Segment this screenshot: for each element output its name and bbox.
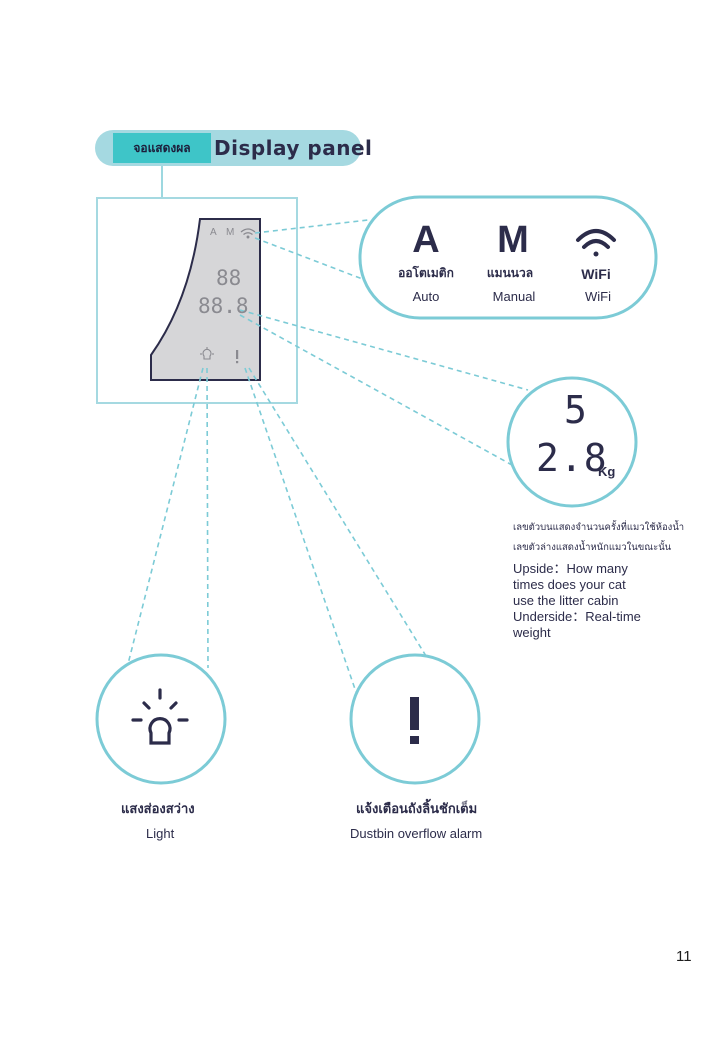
lcd-screen <box>150 218 261 381</box>
weight-unit: Kg <box>598 464 616 479</box>
weight-desc-thai-2: เลขตัวล่างแสดงน้ำหนักแมวในขณะนั้น <box>513 542 672 553</box>
mode-manual-label-english: Manual <box>492 289 536 304</box>
leader-light-left <box>127 367 204 665</box>
screen-mode-a: A <box>210 227 217 238</box>
leader-alarm-left <box>244 367 357 693</box>
leader-alarm-right <box>248 367 427 657</box>
mode-auto-symbol: A <box>412 219 440 261</box>
screen-bulb-icon <box>200 347 214 360</box>
leader-modes-bottom <box>254 237 366 281</box>
mode-auto-label-thai: ออโตเมติก <box>398 266 454 280</box>
weight-lower-digits: 2.8 <box>536 436 608 480</box>
alarm-label-thai: แจ้งเตือนถังลิ้นชักเต็ม <box>356 801 478 816</box>
leader-weight-top <box>239 309 529 391</box>
mode-wifi-label-bold: WiFi <box>581 266 611 282</box>
light-label-thai: แสงส่องสว่าง <box>121 801 195 816</box>
bulb-icon <box>131 688 189 745</box>
screen-digits-bottom: 88.8 <box>198 294 249 318</box>
screen-mode-m: M <box>226 227 235 238</box>
screen-wifi-icon <box>240 228 256 239</box>
mode-auto-label-english: Auto <box>412 289 440 304</box>
weight-desc-thai-1: เลขตัวบนแสดงจำนวนครั้งที่แมวใช้ห้องน้ำ <box>513 522 685 533</box>
leader-modes-top <box>254 219 369 234</box>
weight-circle <box>506 376 638 508</box>
weight-upper-digit: 5 <box>564 388 587 432</box>
modes-bubble <box>358 195 658 320</box>
page-number: 11 <box>676 948 692 965</box>
header-label-english: Display panel <box>214 136 373 160</box>
mode-wifi-label-english: WiFi <box>585 289 611 304</box>
screen-exclamation-icon <box>236 350 239 364</box>
light-label-english: Light <box>146 826 175 841</box>
mode-manual-symbol: M <box>497 219 529 261</box>
alarm-label-english: Dustbin overflow alarm <box>350 826 483 841</box>
screen-digits-top: 88 <box>216 266 242 290</box>
weight-desc-english: Upside：How many times does your cat use … <box>513 561 641 640</box>
leader-weight-bottom <box>239 314 513 466</box>
header-label-thai: จอแสดงผล <box>113 133 211 163</box>
wifi-icon <box>576 229 616 257</box>
leader-light-right <box>206 367 209 669</box>
mode-manual-label-thai: แมนนวล <box>486 266 534 280</box>
exclamation-icon <box>410 697 419 744</box>
